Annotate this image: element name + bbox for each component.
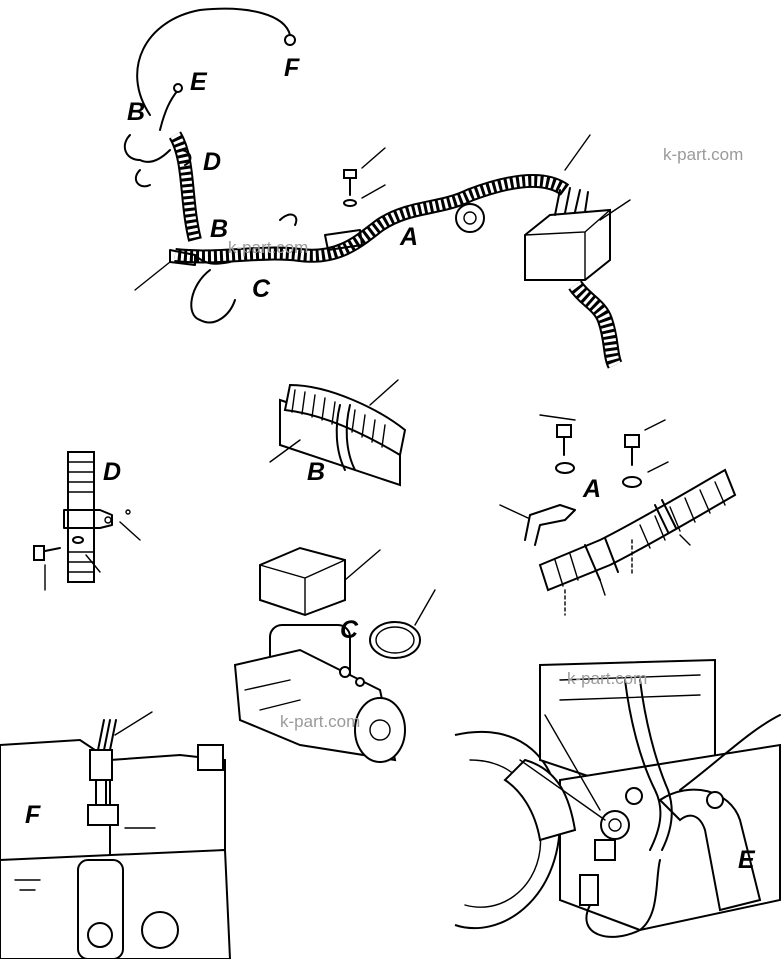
temperature-sender (87, 804, 119, 826)
clip-b-overview (169, 249, 196, 266)
detail-a-bracket (524, 504, 576, 546)
clip-d-overview (279, 213, 298, 226)
branch-d (179, 149, 192, 166)
switch-connector (594, 839, 616, 861)
detail-a: A (499, 414, 737, 616)
sensor-connector (89, 749, 113, 781)
detail-d-clamp (63, 509, 113, 529)
harness-wire-e (624, 679, 662, 851)
callout-f-detail: F (25, 801, 41, 829)
oil-pressure-switch (600, 810, 630, 840)
wire-to-e (159, 89, 179, 131)
detail-c-cover (259, 546, 346, 617)
harness-overview: A B B C D E F k-part.com k-part.com (123, 7, 743, 369)
connector-e (173, 83, 183, 93)
detail-e: E k-part.com (454, 658, 781, 938)
engine-hose-right (658, 788, 762, 912)
callout-e-overview: E (190, 68, 208, 96)
plug-e (579, 874, 599, 906)
wire-loop-c (190, 269, 236, 324)
connector-f (284, 34, 296, 46)
callout-a-detail: A (582, 475, 601, 503)
watermark: k-part.com (228, 238, 308, 257)
callout-b-detail: B (307, 458, 325, 486)
bracket-a-overview (324, 229, 363, 251)
detail-b-hose-upper (283, 383, 407, 457)
harness-bundle-horizontal (174, 174, 570, 264)
watermark: k-part.com (663, 145, 743, 164)
engine-hose-left (503, 758, 577, 842)
detail-f: F (0, 711, 232, 959)
callout-e-detail: E (738, 846, 756, 874)
detail-d: D (33, 451, 141, 591)
detail-b-clamp (335, 404, 346, 471)
callout-d-detail: D (103, 458, 121, 486)
starter-end-cap (354, 697, 406, 763)
sensor-wires (97, 719, 117, 751)
detail-a-hose (538, 468, 737, 592)
detail-a-bolt-right (624, 434, 640, 448)
detail-a-bolt-left (556, 424, 572, 438)
callout-c-overview: C (252, 275, 271, 303)
detail-c: C k-part.com (233, 546, 436, 763)
branch-loop-b (123, 134, 171, 163)
detail-b: B (269, 379, 407, 487)
watermark: k-part.com (280, 712, 360, 731)
watermark: k-part.com (567, 669, 647, 688)
washer-overview (343, 199, 357, 207)
callout-f-overview: F (284, 54, 300, 82)
engine-block-right (109, 753, 226, 862)
harness-coil (455, 203, 485, 233)
branch-plug (134, 169, 151, 188)
detail-a-clamps (584, 499, 677, 581)
detail-a-washer-left (555, 462, 575, 474)
harness-wire-e-right (679, 714, 781, 791)
callout-b-overview: B (127, 98, 145, 126)
wire-to-f (136, 7, 291, 116)
detail-a-washer-right (622, 476, 642, 488)
callout-c-detail: C (340, 616, 359, 644)
engine-boss (197, 744, 224, 771)
callout-a-overview: A (399, 223, 418, 251)
controller-box (524, 208, 611, 281)
callout-b2-overview: B (210, 215, 228, 243)
callout-d-overview: D (203, 148, 221, 176)
